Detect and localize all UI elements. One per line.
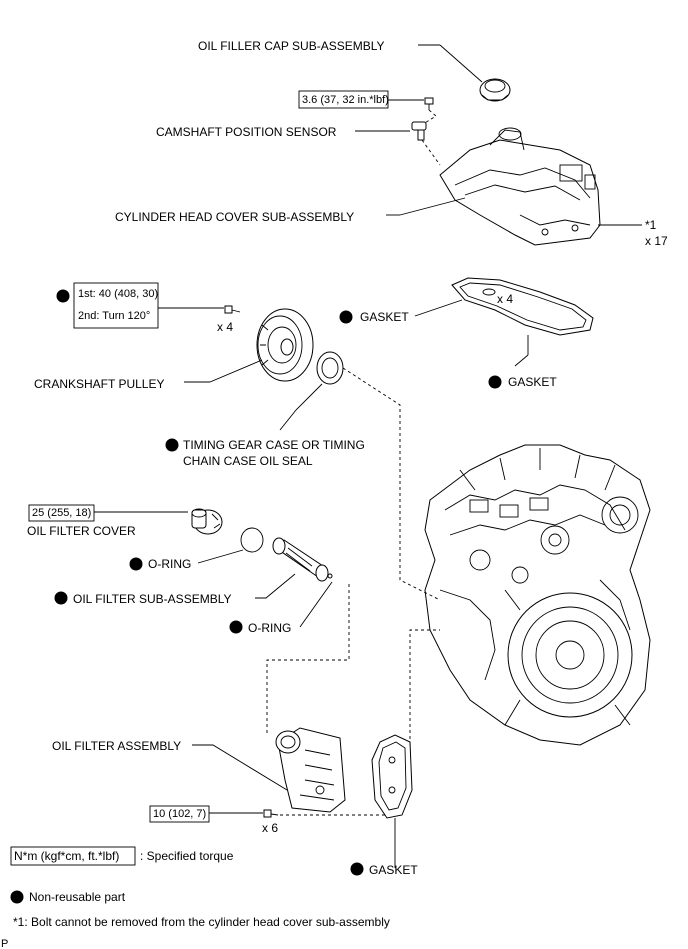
- o-ring-1-part: [240, 527, 264, 553]
- camshaft-sensor-part: [411, 121, 427, 141]
- gasket-qty: x 4: [497, 292, 513, 306]
- cylinder-head-cover-part: [439, 127, 601, 246]
- oil-filter-assy-torque-box: [149, 805, 210, 823]
- legend-nonreusable-text: Non-reusable part: [29, 890, 126, 904]
- gasket-right-label: GASKET: [508, 375, 557, 389]
- head-cover-note: *1: [645, 218, 657, 232]
- gasket-left-nonreusable-icon: [339, 310, 353, 324]
- gasket-left-label: GASKET: [360, 310, 409, 324]
- oil-seal-label-line1: TIMING GEAR CASE OR TIMING: [183, 438, 365, 452]
- oil-filter-sub-label: OIL FILTER SUB-ASSEMBLY: [73, 592, 231, 606]
- engine-illustration: [424, 444, 651, 746]
- oil-filter-cover-part: [191, 508, 223, 535]
- pulley-bolt-nonreusable-icon: [56, 289, 70, 303]
- camshaft-sensor-bolt: [424, 97, 434, 110]
- legend-footnote: *1: Bolt cannot be removed from the cyli…: [13, 915, 390, 929]
- oil-filter-cover-torque-box: [28, 504, 95, 522]
- oil-filter-element-part: [272, 537, 333, 582]
- cylinder-head-cover-label: CYLINDER HEAD COVER SUB-ASSEMBLY: [115, 210, 354, 224]
- o-ring-1-label: O-RING: [148, 557, 191, 571]
- page-mark: P: [1, 938, 8, 949]
- oil-filter-bolt-qty: x 6: [262, 821, 278, 835]
- timing-oil-seal-part: [316, 351, 344, 385]
- oil-filter-assy-torque: 10 (102, 7): [153, 808, 206, 820]
- oil-filler-cap-label: OIL FILLER CAP SUB-ASSEMBLY: [198, 39, 385, 53]
- crankshaft-pulley-label: CRANKSHAFT PULLEY: [34, 377, 164, 391]
- oil-filter-cover-torque: 25 (255, 18): [32, 507, 91, 519]
- oil-filter-housing-part: [275, 727, 346, 813]
- camshaft-sensor-torque: 3.6 (37, 32 in.*lbf): [302, 94, 389, 106]
- o-ring-2-nonreusable-icon: [229, 620, 243, 634]
- pulley-torque-second: 2nd: Turn 120°: [78, 310, 150, 322]
- gasket-bottom-nonreusable-icon: [350, 862, 364, 876]
- legend-nonreusable-icon: [10, 890, 24, 904]
- legend-torque-box: [10, 846, 136, 866]
- oil-filler-cap-part: [479, 78, 511, 102]
- gasket-right-nonreusable-icon: [488, 375, 502, 389]
- legend-torque-desc: : Specified torque: [140, 849, 234, 863]
- oil-seal-label-line2: CHAIN CASE OIL SEAL: [183, 454, 313, 468]
- legend-torque-unit: N*m (kgf*cm, ft.*lbf): [14, 849, 119, 863]
- head-cover-gasket-part: [451, 277, 594, 336]
- head-cover-qty: x 17: [645, 234, 668, 248]
- o-ring-2-label: O-RING: [248, 621, 291, 635]
- oil-seal-nonreusable-icon: [165, 438, 179, 452]
- oil-filter-assy-bolt: [263, 809, 279, 818]
- oil-filter-assy-label: OIL FILTER ASSEMBLY: [52, 739, 181, 753]
- camshaft-sensor-torque-box: [298, 90, 389, 109]
- o-ring-1-nonreusable-icon: [129, 557, 143, 571]
- pulley-torque-first: 1st: 40 (408, 30): [78, 288, 158, 300]
- pulley-torque-box: [73, 282, 159, 329]
- camshaft-sensor-label: CAMSHAFT POSITION SENSOR: [156, 125, 337, 139]
- oil-filter-sub-nonreusable-icon: [54, 591, 68, 605]
- crankshaft-pulley-part: [256, 308, 314, 382]
- pulley-bolt-qty: x 4: [217, 320, 233, 334]
- crankshaft-pulley-bolt: [224, 305, 241, 314]
- oil-filter-gasket-part: [371, 734, 413, 819]
- oil-filter-cover-label: OIL FILTER COVER: [27, 524, 136, 538]
- gasket-bottom-label: GASKET: [369, 863, 418, 877]
